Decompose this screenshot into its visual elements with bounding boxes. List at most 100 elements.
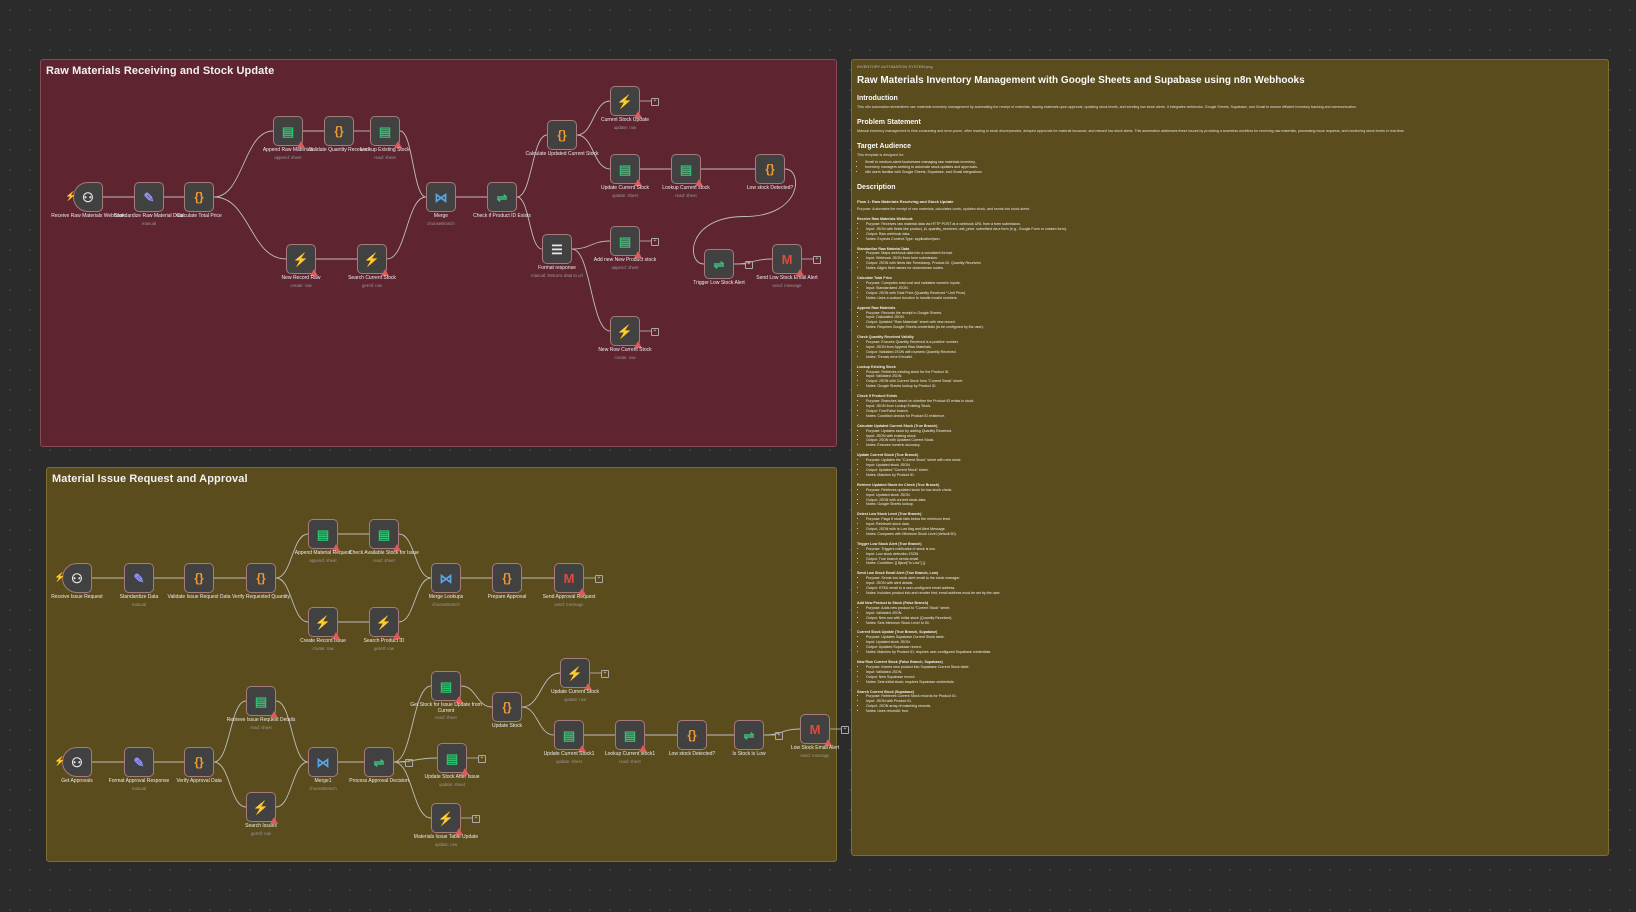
doc-steps: Receive Raw Materials WebhookPurpose: Re… [857,217,1601,714]
node-get-approvals[interactable]: ⚇⚡ [54,747,92,777]
doc-step: Detect Low Stock Level (True Branch)Purp… [857,512,1601,537]
node-append-raw[interactable]: ▤ [273,116,305,148]
list-item: Output: JSON with Current Stock from "Cu… [866,379,1601,384]
if-icon: ⇌ [713,256,725,272]
node-merge1[interactable]: ⋈ [426,182,456,212]
node-new-row-current-stock[interactable]: ⚡ [610,316,642,348]
add-node-plus-icon[interactable]: + [405,759,413,767]
add-node-plus-icon[interactable]: + [813,256,821,264]
sticky-note-material-issue[interactable]: Material Issue Request and Approval [46,467,837,862]
node-update-current-stock-supa[interactable]: ⚡ [560,658,592,690]
node-trigger-low-stock[interactable]: ⇌ [704,249,734,279]
gmail-icon: M [781,251,793,267]
list-item: Notes: Google Sheets lookup by Product I… [866,384,1601,389]
supabase-icon: ⚡ [566,665,584,681]
doc-step-details: Purpose: Flags if stock falls below the … [857,517,1601,537]
node-format-response[interactable]: ☰ [542,234,572,264]
node-merge2[interactable]: ⋈ [308,747,338,777]
node-process-approval[interactable]: ⇌ [364,747,394,777]
list-item: Output: JSON with Total Price (Quantity … [866,291,1601,296]
node-low-stock-detected1[interactable]: {} [677,720,707,750]
node-update-stock-code[interactable]: {} [492,692,522,722]
node-check-available-stock[interactable]: ▤ [369,519,401,551]
node-receive-issue-request[interactable]: ⚇⚡ [54,563,92,593]
node-low-stock-detected[interactable]: {} [755,154,785,184]
add-node-plus-icon[interactable]: + [775,732,783,740]
doc-paragraph: This template is designed for: [857,153,904,157]
list-item: Notes: Matches by Product ID; requires u… [866,650,1601,655]
doc-step-details: Purpose: Retrieves Current Stock records… [857,694,1601,714]
add-node-plus-icon[interactable]: + [478,755,486,763]
node-current-stock-update[interactable]: ⚡ [610,86,642,118]
list-item: Purpose: Retrieves existing stock for th… [866,370,1601,375]
node-append-material-request[interactable]: ▤ [308,519,340,551]
node-calc-updated-stock[interactable]: {} [547,120,577,150]
code-icon: {} [194,190,204,204]
node-update-current-stock[interactable]: ▤ [610,154,642,186]
supabase-icon: ⚡ [616,323,634,339]
add-node-plus-icon[interactable]: + [472,815,480,823]
doc-step-name: Add New Product to Stock (False Branch) [857,600,929,605]
sticky-note-documentation[interactable]: INVENTORY AUTOMATION SYSTEM.png Raw Mate… [851,59,1609,856]
node-standardize-raw[interactable]: ✎ [134,182,164,212]
code-icon: {} [194,755,204,769]
node-check-product-id[interactable]: ⇌ [487,182,517,212]
node-is-stock-low[interactable]: ⇌ [734,720,764,750]
node-prepare-approval[interactable]: {} [492,563,522,593]
node-search-issues[interactable]: ⚡ [246,792,278,824]
list-item: Input: JSON with existing stock. [866,434,1601,439]
node-search-product-id[interactable]: ⚡ [369,607,401,639]
add-node-plus-icon[interactable]: + [745,261,753,269]
doc-step-details: Purpose: Maps webhook data into a consis… [857,251,1601,271]
node-standardize-data[interactable]: ✎ [124,563,154,593]
list-item: Inventory managers seeking to automate s… [865,165,1601,170]
node-lookup-current-stock1[interactable]: ▤ [615,720,647,752]
add-node-plus-icon[interactable]: + [841,726,849,734]
doc-step-name: New Row Current Stock (False Branch, Sup… [857,659,943,664]
add-node-plus-icon[interactable]: + [651,98,659,106]
add-node-plus-icon[interactable]: + [651,328,659,336]
node-new-record-raw[interactable]: ⚡ [286,244,318,276]
doc-step-details: Purpose: Receives raw material data via … [857,222,1601,242]
add-node-plus-icon[interactable]: + [595,575,603,583]
list-item: Output: JSON with current stock data. [866,498,1601,503]
add-node-plus-icon[interactable]: + [601,670,609,678]
node-verify-approval-data[interactable]: {} [184,747,214,777]
warning-icon [578,588,586,595]
sheets-icon: ▤ [316,526,330,542]
doc-step-details: Purpose: Ensures Quantity Received is a … [857,340,1601,360]
node-get-stock-for-issue[interactable]: ▤ [431,671,463,703]
node-validate-qty[interactable]: {} [324,116,354,146]
list-item: Output: Updated "Raw Materials" sheet wi… [866,320,1601,325]
add-node-plus-icon[interactable]: + [651,238,659,246]
code-icon: {} [194,571,204,585]
sheets-icon: ▤ [377,526,391,542]
code-icon: {} [502,700,512,714]
node-merge-lookups[interactable]: ⋈ [431,563,461,593]
webhook-icon: ⚇ [82,189,94,205]
list-item: Input: JSON with alert details. [866,581,1601,586]
node-add-new-product[interactable]: ▤ [610,226,642,258]
node-search-current-stock[interactable]: ⚡ [357,244,389,276]
node-verify-requested-qty[interactable]: {} [246,563,276,593]
node-retrieve-issue-details[interactable]: ▤ [246,686,278,718]
node-validate-issue-request[interactable]: {} [184,563,214,593]
doc-step-details: Purpose: Inserts new product into Supaba… [857,665,1601,685]
node-materials-issue-table-update[interactable]: ⚡ [431,803,463,835]
node-update-stock-after-issue[interactable]: ▤ [437,743,469,775]
node-create-record-issue[interactable]: ⚡ [308,607,340,639]
trigger-bolt-icon: ⚡ [54,756,66,766]
doc-heading: Target Audience [857,143,912,150]
supabase-icon: ⚡ [616,93,634,109]
node-format-approval-response[interactable]: ✎ [124,747,154,777]
node-update-current-stock1[interactable]: ▤ [554,720,586,752]
node-low-stock-email-alert[interactable]: M [800,714,832,746]
node-send-approval-request[interactable]: M [554,563,586,595]
list-item: Input: Retrieved stock data. [866,522,1601,527]
node-lookup-current-stock[interactable]: ▤ [671,154,703,186]
node-send-low-stock-email[interactable]: M [772,244,804,276]
audience-list: Small to medium-sized businesses managin… [857,160,1601,175]
node-lookup-existing[interactable]: ▤ [370,116,402,148]
node-calc-total-price[interactable]: {} [184,182,214,212]
node-receive-raw-webhook[interactable]: ⚇⚡ [65,182,103,212]
